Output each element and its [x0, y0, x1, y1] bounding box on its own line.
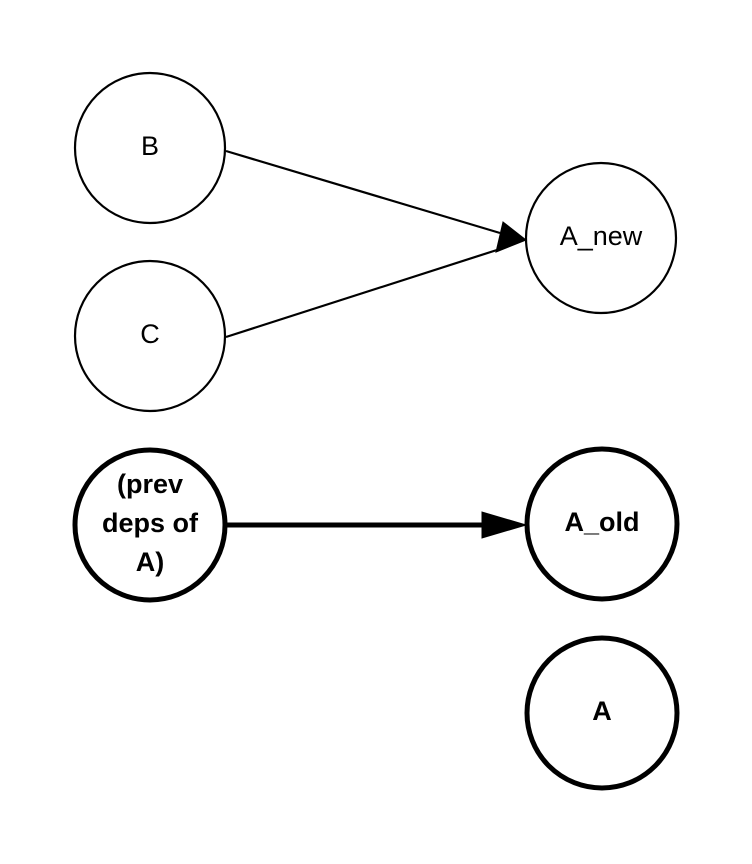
edge-line [225, 149, 501, 235]
node-a-old: A_old [524, 446, 680, 602]
arrowhead-icon [481, 511, 528, 539]
node-b-circle [73, 71, 227, 225]
arrowhead-icon [495, 221, 527, 253]
node-a-new-label: A_new [560, 221, 643, 251]
node-prev-deps-label-line-1: (prev [117, 469, 183, 499]
node-c-label: C [140, 319, 160, 349]
node-c: C [73, 259, 227, 413]
node-prev-deps: (prev deps of A) [72, 447, 228, 603]
node-a-new-circle [524, 161, 678, 315]
node-c-circle [73, 259, 227, 413]
node-prev-deps-label-line-3: A) [136, 547, 165, 577]
node-a: A [524, 635, 680, 791]
node-b-label: B [141, 131, 159, 161]
node-b: B [73, 71, 227, 225]
node-a-circle [524, 635, 680, 791]
node-a-old-label: A_old [564, 507, 639, 537]
node-prev-deps-circle [72, 447, 228, 603]
edge-line [225, 247, 501, 339]
edge-c-to-a-new [225, 247, 501, 339]
node-a-old-circle [524, 446, 680, 602]
node-a-new: A_new [524, 161, 678, 315]
node-prev-deps-label-line-2: deps of [102, 508, 199, 538]
node-a-label: A [592, 696, 612, 726]
edge-b-to-a-new [225, 149, 527, 253]
edge-prev-deps-to-a-old [226, 511, 528, 539]
